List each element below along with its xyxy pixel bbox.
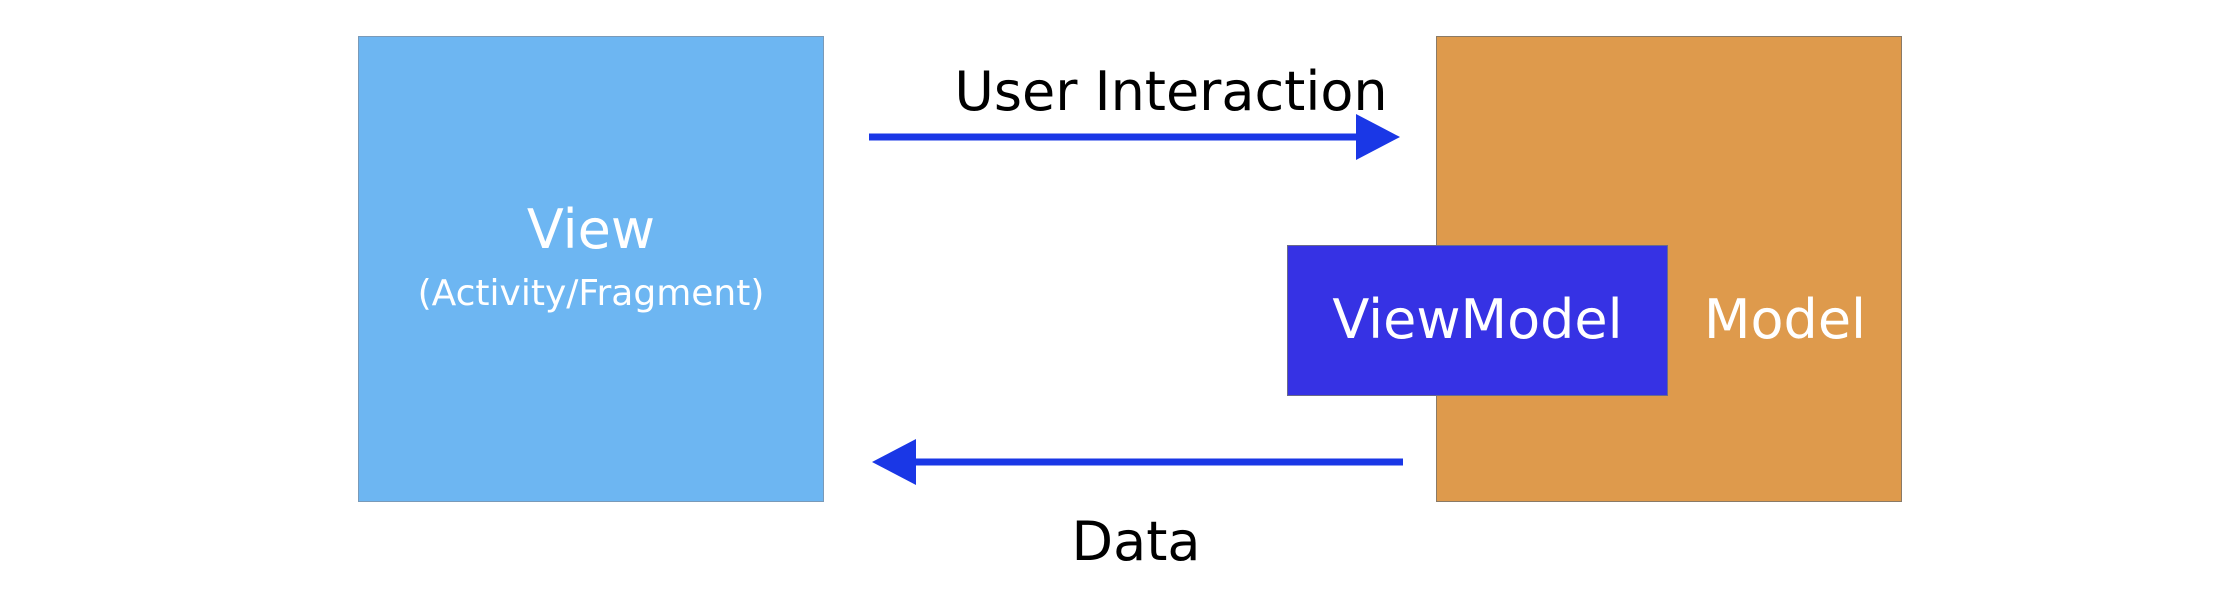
data-arrow-head — [872, 439, 916, 485]
user-interaction-arrow — [869, 114, 1400, 160]
view-box — [358, 36, 824, 502]
viewmodel-label: ViewModel — [1332, 288, 1623, 351]
view-title: View — [526, 198, 656, 261]
user-interaction-label: User Interaction — [954, 60, 1388, 123]
view-subtitle: (Activity/Fragment) — [417, 273, 765, 314]
data-arrow — [872, 439, 1403, 485]
viewmodel-box — [1287, 245, 1668, 396]
data-label: Data — [1071, 510, 1201, 573]
user-interaction-arrow-head — [1356, 114, 1400, 160]
model-label: Model — [1703, 288, 1867, 351]
